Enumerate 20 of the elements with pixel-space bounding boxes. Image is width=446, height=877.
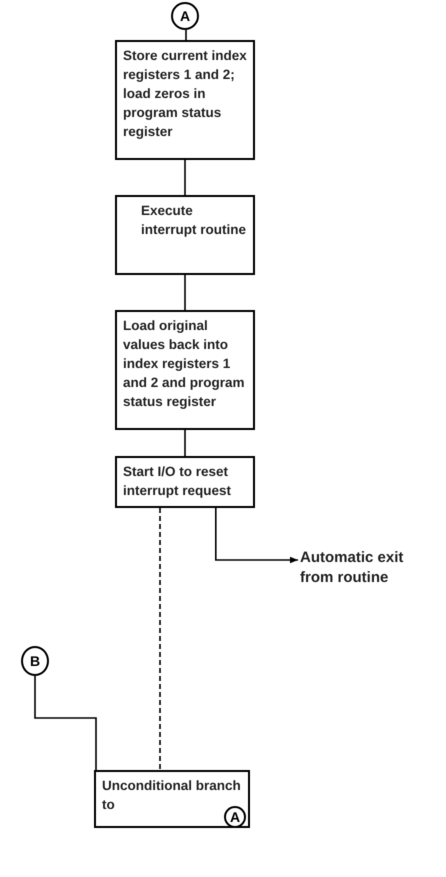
connector-circle: A: [224, 806, 246, 828]
connector-circle: A: [171, 2, 199, 30]
process-box: [115, 40, 255, 160]
connector-line: [184, 160, 186, 195]
exit-text: Automatic exit from routine: [300, 548, 410, 592]
connector-line: [34, 676, 97, 770]
box-text: Start I/O to reset interrupt request: [123, 463, 232, 500]
connector-line: [184, 430, 186, 456]
process-box: [115, 195, 255, 275]
connector-line: [215, 508, 298, 564]
connector-line: [159, 508, 161, 770]
connector-circle: B: [21, 646, 49, 676]
box-text: Load original values back into index registers 1 and 2 and program status register: [123, 317, 246, 411]
connector-line: [185, 30, 187, 40]
box-text: Store current index registers 1 and 2; load zeros in program status register: [123, 47, 247, 141]
process-box: [115, 310, 255, 430]
box-text: Execute interrupt routine: [141, 202, 247, 239]
process-box: [94, 770, 250, 828]
connector-line: [184, 275, 186, 310]
process-box: [115, 456, 255, 508]
